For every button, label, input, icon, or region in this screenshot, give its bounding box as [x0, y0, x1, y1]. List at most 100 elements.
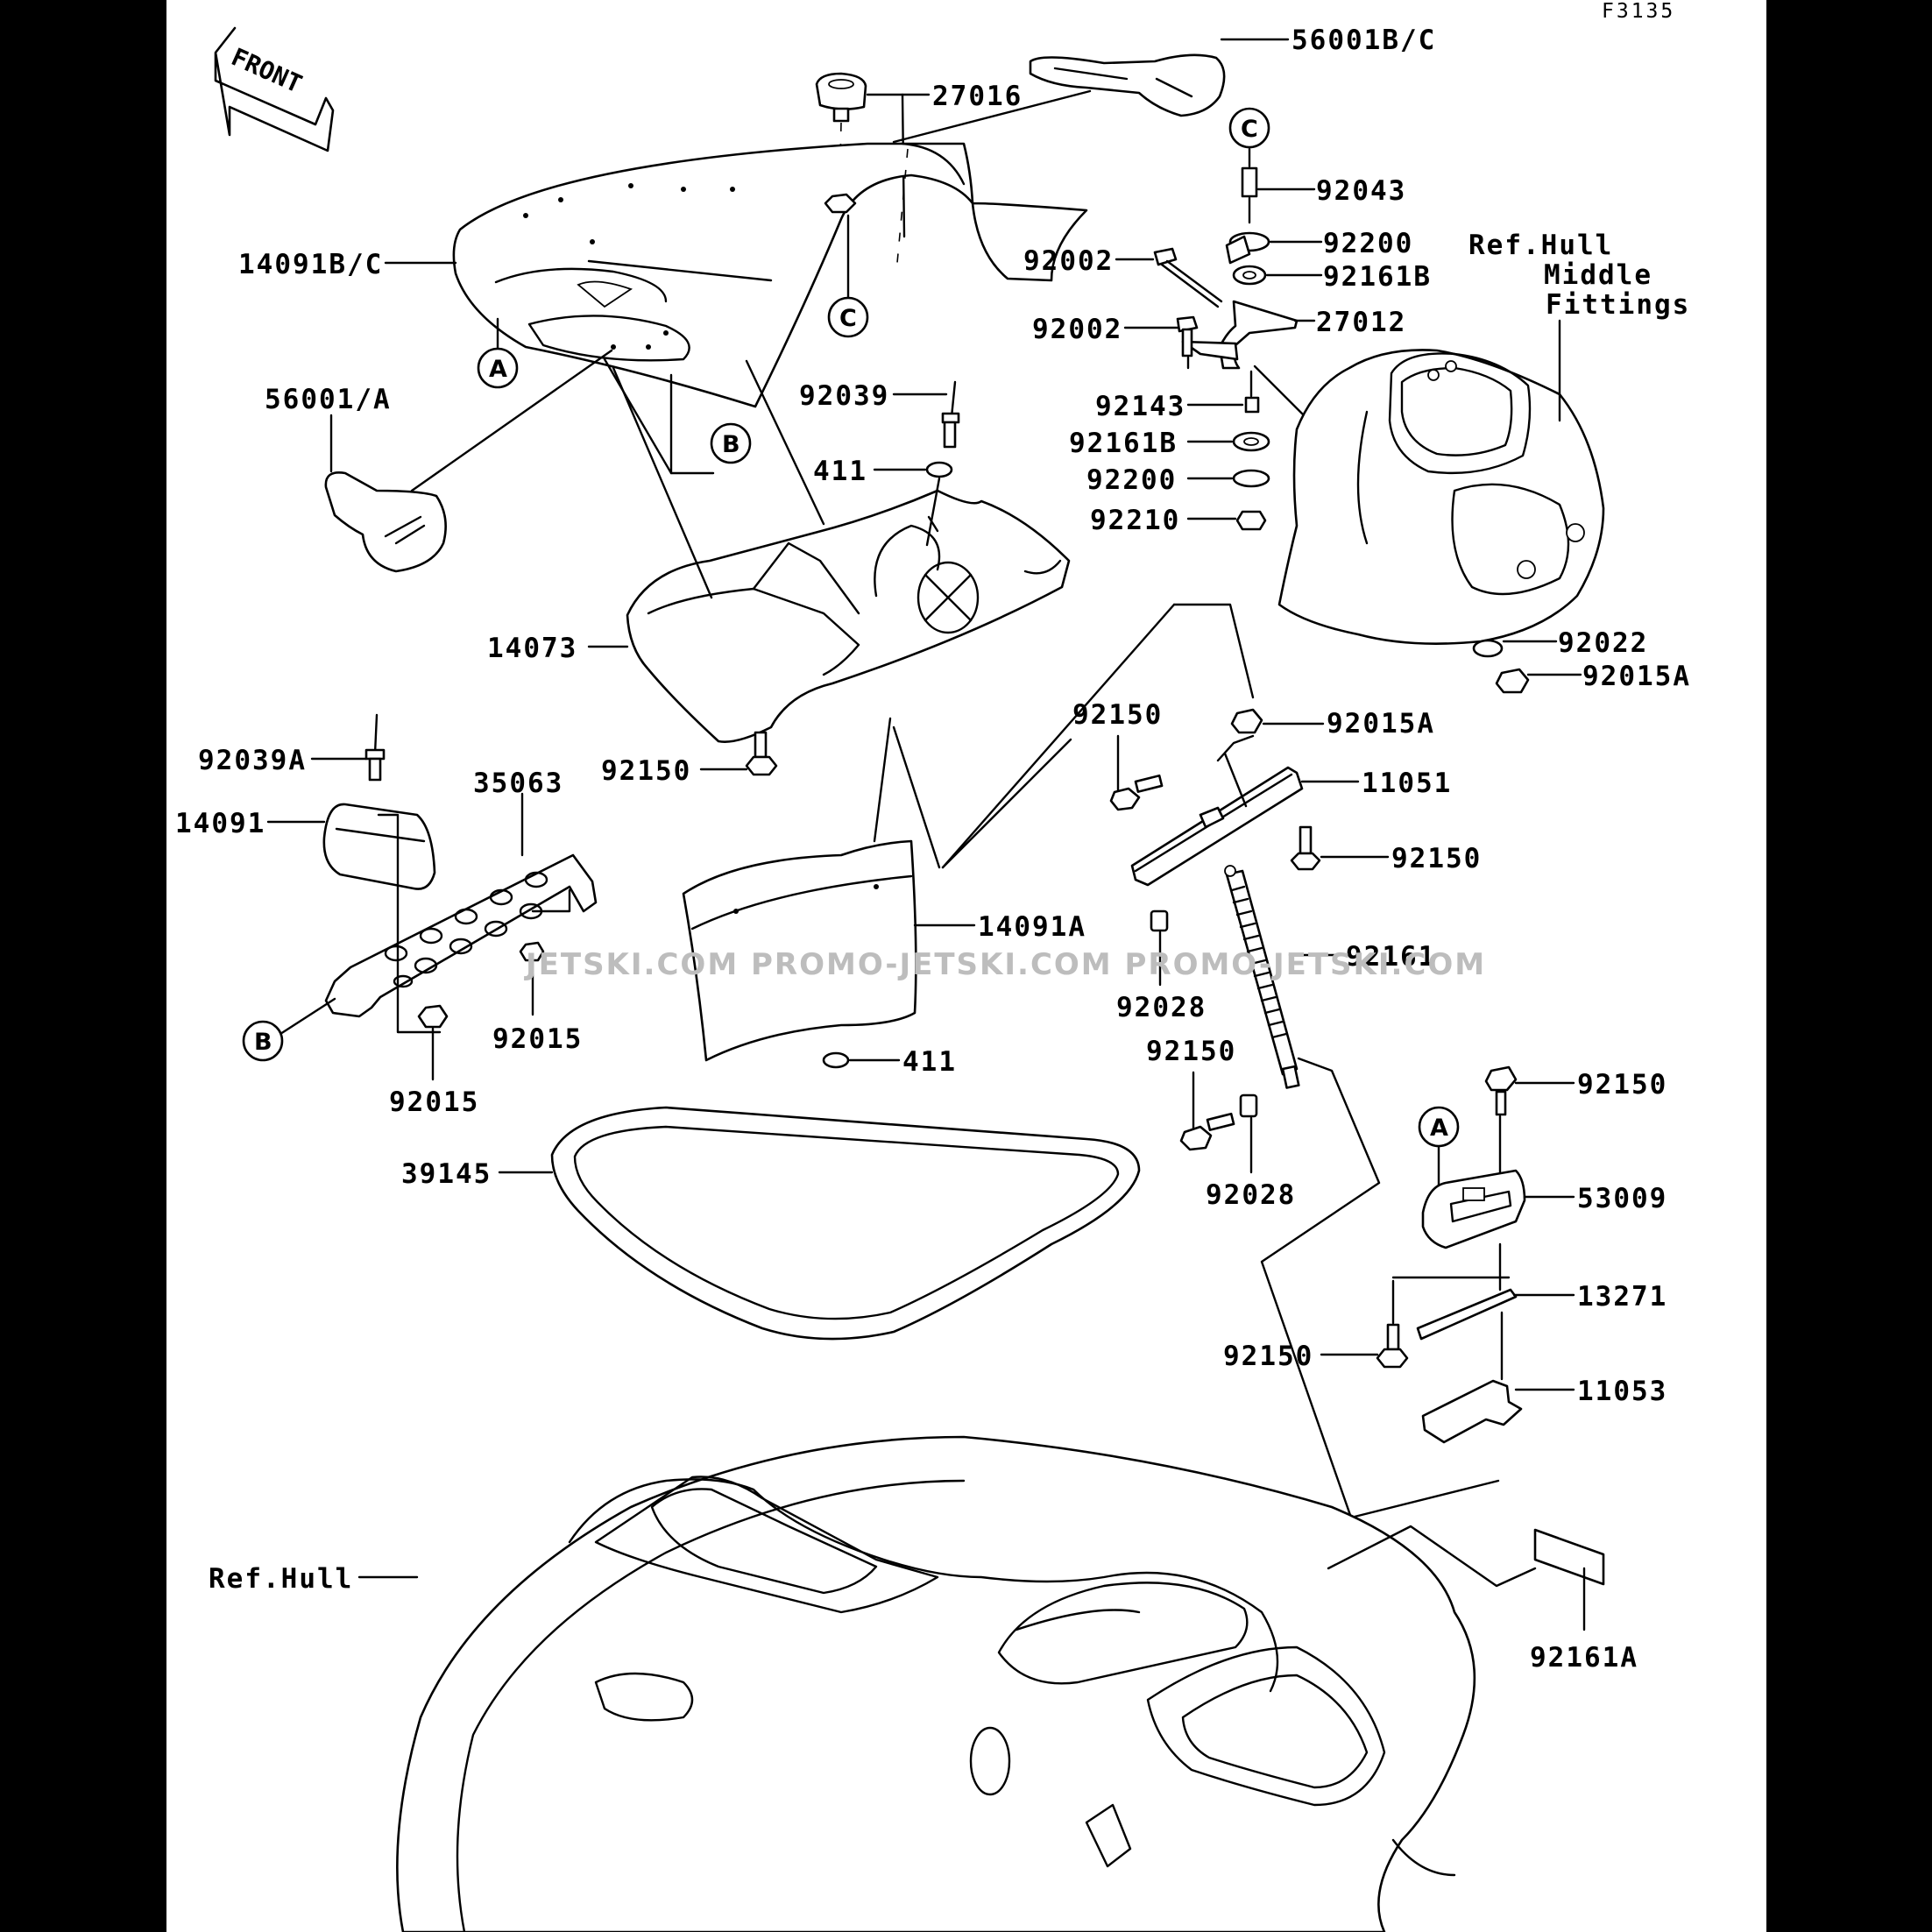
label-92039: 92039 [799, 380, 889, 412]
svg-text:C: C [1241, 116, 1258, 143]
label-92200-top: 92200 [1323, 228, 1413, 259]
label-92002-mid: 92002 [1032, 314, 1122, 345]
svg-text:A: A [1430, 1115, 1448, 1142]
label-92200-bot: 92200 [1086, 464, 1177, 496]
label-92161b-top: 92161B [1323, 261, 1432, 293]
part-ref-hull-middle-fittings [1277, 349, 1605, 645]
part-92150-bolt-seat [745, 731, 778, 776]
label-11051: 11051 [1362, 768, 1452, 799]
part-92022-washer [1472, 639, 1504, 658]
watermark: JETSKI.COM PROMO-JETSKI.COM PROMO-JETSKI… [524, 947, 1486, 982]
label-53009: 53009 [1577, 1183, 1667, 1214]
label-92210: 92210 [1090, 505, 1180, 536]
label-39145: 39145 [401, 1158, 492, 1190]
part-27012-bracket [1181, 235, 1299, 370]
part-92161a-label [1533, 1528, 1605, 1586]
part-411-washer-top [925, 461, 953, 478]
label-14091: 14091 [175, 808, 265, 839]
label-92161: 92161 [1346, 941, 1436, 973]
label-92143: 92143 [1095, 391, 1185, 422]
label-ref-middle-3: Fittings [1546, 289, 1690, 321]
label-92150-53009: 92150 [1577, 1069, 1667, 1100]
label-92015-bot: 92015 [389, 1086, 479, 1118]
label-92150-bottom: 92150 [1223, 1341, 1313, 1372]
label-92039a: 92039A [198, 745, 307, 776]
part-92015a-nut-mid [1230, 708, 1263, 734]
part-92150-bolt-mid [1109, 774, 1164, 811]
label-27016: 27016 [932, 81, 1023, 112]
callout-c-upper: C [827, 296, 869, 338]
part-11053-bracket [1421, 1379, 1523, 1444]
label-27012: 27012 [1316, 307, 1406, 338]
label-92161a: 92161A [1530, 1642, 1638, 1674]
callout-b-upper: B [710, 422, 752, 464]
svg-text:A: A [489, 356, 507, 383]
callout-b-lower: B [242, 1020, 284, 1062]
label-ref-hull: Ref.Hull [209, 1563, 353, 1595]
label-11053: 11053 [1577, 1376, 1667, 1407]
label-ref-middle-2: Middle [1544, 259, 1652, 291]
label-92150-mid: 92150 [1072, 699, 1163, 731]
part-27016-nut [824, 193, 857, 214]
part-14091a-flap [682, 839, 917, 1062]
label-92150-lower: 92150 [1146, 1036, 1236, 1067]
part-92039a-rivet [364, 713, 386, 782]
part-92150-bolt-53009 [1484, 1065, 1518, 1116]
label-14091a: 14091A [978, 911, 1086, 943]
part-92015-nut-bot [417, 1004, 449, 1029]
svg-text:B: B [254, 1029, 272, 1056]
figure-code: F3135 [1602, 0, 1675, 23]
part-92039-rivet [941, 380, 960, 449]
label-14091bc: 14091B/C [238, 249, 383, 280]
part-14073-storage-tray [626, 489, 1071, 743]
label-92028-bot: 92028 [1206, 1179, 1296, 1211]
part-35063-plate [324, 853, 598, 1018]
label-92015a-mid: 92015A [1327, 708, 1435, 740]
part-39145-gasket [550, 1106, 1141, 1341]
part-92150-bolt-bottom [1376, 1323, 1409, 1369]
label-56001bc: 56001B/C [1292, 25, 1436, 56]
part-92150-bolt-lower [1179, 1112, 1235, 1151]
part-92200-washer-bot [1232, 469, 1270, 488]
label-92022: 92022 [1558, 627, 1648, 659]
svg-text:C: C [839, 305, 857, 332]
callout-a-lower: A [1418, 1106, 1460, 1148]
part-92015a-nut-right [1495, 668, 1530, 694]
svg-text:B: B [722, 431, 740, 458]
label-411-top: 411 [813, 456, 867, 487]
label-92015-mid: 92015 [492, 1023, 583, 1055]
label-ref-middle-1: Ref.Hull [1468, 230, 1613, 261]
part-92015-nut-mid [519, 941, 545, 962]
part-56001bc-handle [1029, 53, 1226, 117]
label-14073: 14073 [487, 633, 577, 664]
label-92043: 92043 [1316, 175, 1406, 207]
part-13271-plate [1416, 1288, 1518, 1341]
part-92210-nut [1235, 510, 1267, 531]
label-411-bot: 411 [902, 1046, 957, 1078]
part-ref-hull-deck [396, 1435, 1476, 1932]
part-92161-spring [1224, 865, 1300, 1089]
label-56001a: 56001/A [265, 384, 392, 415]
part-11051-hinge [1130, 734, 1304, 887]
part-92002-bolt-top [1153, 247, 1223, 308]
part-56001a-handle [324, 471, 447, 573]
part-411-washer-bot [822, 1051, 850, 1069]
part-92043-bolt [1241, 166, 1258, 224]
label-35063: 35063 [473, 768, 563, 799]
label-92015a-right: 92015A [1582, 661, 1691, 692]
front-arrow-icon: FRONT [214, 26, 335, 152]
part-92150-bolt-right [1290, 825, 1321, 871]
part-92028-collar-top [1150, 909, 1169, 932]
part-27016-cap [815, 72, 867, 123]
part-92028-collar-bot [1239, 1093, 1258, 1118]
part-92143-collar [1244, 396, 1260, 414]
part-53009-latch [1421, 1169, 1526, 1249]
label-92150-seat: 92150 [601, 755, 691, 787]
part-92002-bolt-mid [1176, 315, 1199, 357]
label-92161b-bot: 92161B [1069, 428, 1178, 459]
label-92028-top: 92028 [1116, 992, 1207, 1023]
part-14091bc-front-cover [452, 142, 1088, 408]
part-14091-small-cover [322, 803, 436, 890]
label-92002-top: 92002 [1023, 245, 1114, 277]
